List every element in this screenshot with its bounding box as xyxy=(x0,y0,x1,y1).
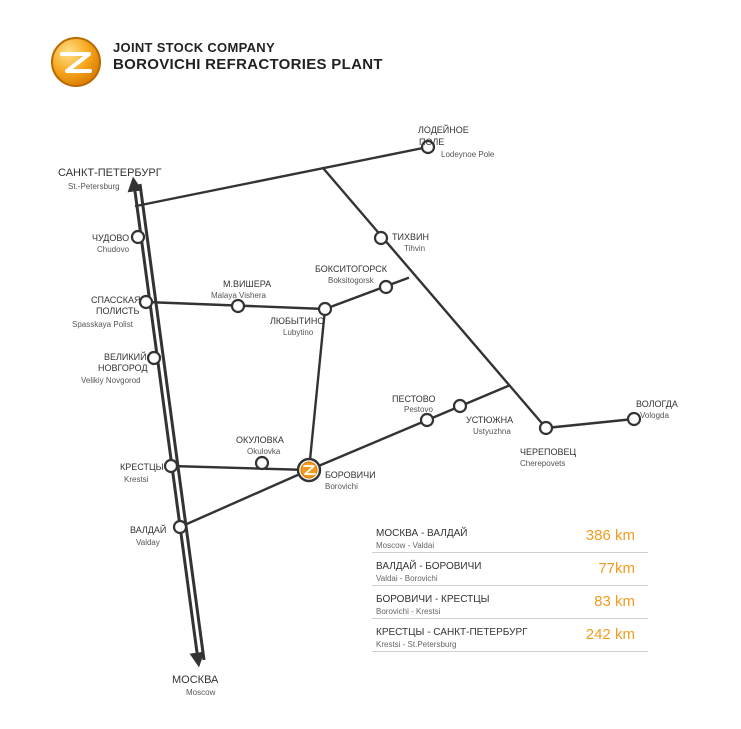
route-name-en: Valdai - Borovichi xyxy=(376,574,438,583)
label-krestsy-en: Krestsi xyxy=(124,475,149,484)
label-veliky-novgorod-ru-2: НОВГОРОД xyxy=(98,363,148,373)
route-distance: 386 km xyxy=(585,527,635,544)
label-spasskaya-polist-en: Spasskaya Polist xyxy=(72,320,134,329)
label-pestovo-ru: ПЕСТОВО xyxy=(392,394,435,404)
label-boksitogorsk-en: Boksitogorsk xyxy=(328,276,375,285)
route-name-ru: БОРОВИЧИ - КРЕСТЦЫ xyxy=(376,594,490,605)
label-moscow-en: Moscow xyxy=(186,688,216,697)
city-dot-pestovo xyxy=(419,412,435,428)
label-vologda-en: Vologda xyxy=(640,411,669,420)
borovichi-marker xyxy=(296,457,322,483)
road-valday-borovichi xyxy=(178,468,311,529)
label-vologda-ru: ВОЛОГДА xyxy=(636,399,678,409)
city-dot-spasskaya-polist xyxy=(138,294,154,310)
city-dot-lodeynoe-pole xyxy=(420,139,436,155)
route-name-ru: МОСКВА - ВАЛДАЙ xyxy=(376,528,468,539)
city-dot-tikhvin xyxy=(373,230,389,246)
city-dot-valday xyxy=(172,519,188,535)
route-distance: 83 km xyxy=(594,593,635,610)
label-valday-en: Valday xyxy=(136,538,160,547)
highway-left-lane xyxy=(127,176,205,668)
label-tikhvin-en: Tihvin xyxy=(404,244,425,253)
highway-right-lane xyxy=(138,183,206,661)
label-lyubytino-ru: ЛЮБЫТИНО xyxy=(270,316,324,326)
city-dot-krestsy xyxy=(163,458,179,474)
label-pestovo-en: Pestovo xyxy=(404,405,433,414)
route-name-en: Borovichi - Krestsi xyxy=(376,607,441,616)
city-dot-veliky-novgorod xyxy=(146,350,162,366)
label-valday-ru: ВАЛДАЙ xyxy=(130,524,166,535)
distance-row-borovichi-krestsy: БОРОВИЧИ - КРЕСТЦЫ Borovichi - Krestsi 8… xyxy=(372,586,648,619)
route-distance: 77km xyxy=(598,560,635,577)
label-ustyuzhna-en: Ustyuzhna xyxy=(473,427,511,436)
label-tikhvin-ru: ТИХВИН xyxy=(392,232,429,242)
label-cherepovets-ru: ЧЕРЕПОВЕЦ xyxy=(520,447,576,457)
city-dot-vologda xyxy=(626,411,642,427)
city-dot-lyubytino xyxy=(317,301,333,317)
company-header: JOINT STOCK COMPANY BOROVICHI REFRACTORI… xyxy=(50,36,410,88)
route-distance: 242 km xyxy=(585,626,635,643)
city-dot-cherepovets xyxy=(538,420,554,436)
label-saint-petersburg-ru: САНКТ-ПЕТЕРБУРГ xyxy=(58,167,162,179)
label-saint-petersburg-en: St.-Petersburg xyxy=(68,182,120,191)
label-lyubytino-en: Lubytino xyxy=(283,328,314,337)
company-name: BOROVICHI REFRACTORIES PLANT xyxy=(113,56,383,73)
route-name-ru: КРЕСТЦЫ - САНКТ-ПЕТЕРБУРГ xyxy=(376,627,528,638)
label-okulovka-ru: ОКУЛОВКА xyxy=(236,435,284,445)
distance-table: МОСКВА - ВАЛДАЙ Moscow - Valdai 386 km В… xyxy=(372,520,648,652)
road-lyubytino-borovichi xyxy=(307,307,327,472)
label-borovichi-en: Borovichi xyxy=(325,482,358,491)
borovichi-logo-mark xyxy=(303,465,316,475)
label-boksitogorsk-ru: БОКСИТОГОРСК xyxy=(315,264,388,274)
label-chudovo-ru: ЧУДОВО xyxy=(92,233,129,243)
city-nodes xyxy=(130,139,642,535)
route-name-en: Moscow - Valdai xyxy=(376,541,435,550)
label-lodeynoe-pole-en: Lodeynoe Pole xyxy=(441,150,495,159)
road-borovichi-cherepovets xyxy=(307,384,510,472)
label-moscow-ru: МОСКВА xyxy=(172,674,219,686)
road-tikhvin-cherepovets xyxy=(321,166,548,430)
label-malaya-vishera-ru: М.ВИШЕРА xyxy=(223,279,271,289)
road-spb-lodeynoe-pole xyxy=(134,145,430,208)
label-chudovo-en: Chudovo xyxy=(97,245,130,254)
road-krestsy-borovichi xyxy=(169,464,311,472)
label-spasskaya-polist-ru-1: СПАССКАЯ xyxy=(91,295,141,305)
label-lodeynoe-pole-ru-2: ПОЛЕ xyxy=(419,137,444,147)
label-veliky-novgorod-ru-1: ВЕЛИКИЙ xyxy=(104,351,147,362)
main-highway xyxy=(127,176,206,668)
map-labels: САНКТ-ПЕТЕРБУРГ St.-Petersburg МОСКВА Mo… xyxy=(58,124,678,697)
city-dot-okulovka xyxy=(254,455,270,471)
city-dot-malaya-vishera xyxy=(230,298,246,314)
label-ustyuzhna-ru: УСТЮЖНА xyxy=(466,415,513,425)
distance-row-moscow-valday: МОСКВА - ВАЛДАЙ Moscow - Valdai 386 km xyxy=(372,520,648,553)
label-malaya-vishera-en: Malaya Vishera xyxy=(211,291,267,300)
label-veliky-novgorod-en: Velikiy Novgorod xyxy=(81,376,141,385)
borovichi-logo-icon xyxy=(51,37,101,87)
road-network xyxy=(134,145,636,529)
label-spasskaya-polist-ru-2: ПОЛИСТЬ xyxy=(96,306,139,316)
label-okulovka-en: Okulovka xyxy=(247,447,281,456)
route-name-ru: ВАЛДАЙ - БОРОВИЧИ xyxy=(376,561,482,572)
distance-row-valday-borovichi: ВАЛДАЙ - БОРОВИЧИ Valdai - Borovichi 77k… xyxy=(372,553,648,586)
city-dot-ustyuzhna xyxy=(452,398,468,414)
label-cherepovets-en: Cherepovets xyxy=(520,459,565,468)
road-cherepovets-vologda xyxy=(544,417,636,430)
city-dot-chudovo xyxy=(130,229,146,245)
road-lyubytino-boksitogorsk xyxy=(323,276,410,311)
company-type: JOINT STOCK COMPANY xyxy=(113,40,275,55)
label-borovichi-ru: БОРОВИЧИ xyxy=(325,470,376,480)
city-dot-boksitogorsk xyxy=(378,279,394,295)
label-krestsy-ru: КРЕСТЦЫ xyxy=(120,462,164,472)
route-name-en: Krestsi - St.Petersburg xyxy=(376,640,457,649)
distance-row-krestsy-saint-petersburg: КРЕСТЦЫ - САНКТ-ПЕТЕРБУРГ Krestsi - St.P… xyxy=(372,619,648,652)
label-lodeynoe-pole-ru-1: ЛОДЕЙНОЕ xyxy=(418,124,469,135)
